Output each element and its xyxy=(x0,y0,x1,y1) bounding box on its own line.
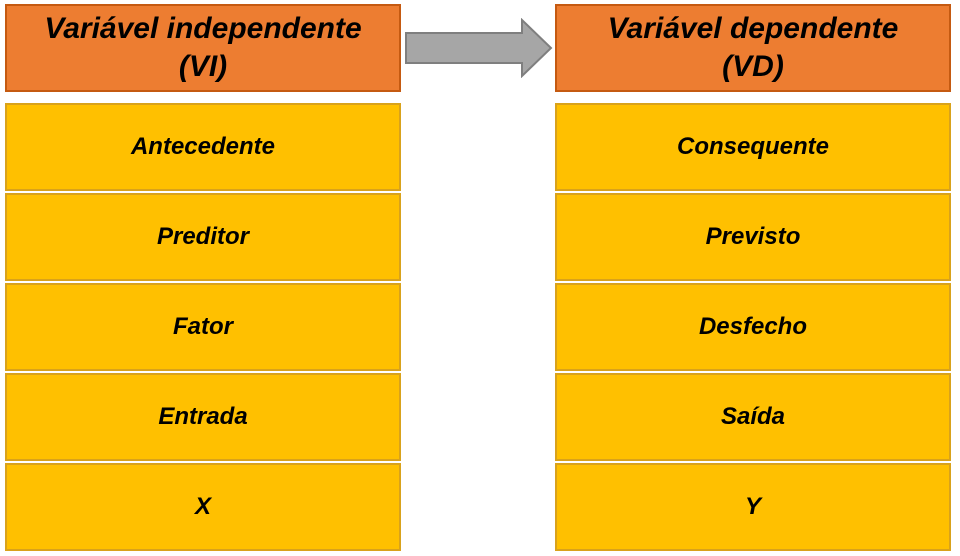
independent-item-preditor: Preditor xyxy=(5,193,401,281)
independent-item-entrada: Entrada xyxy=(5,373,401,461)
independent-item-antecedente: Antecedente xyxy=(5,103,401,191)
right-arrow-icon xyxy=(405,18,553,78)
independent-variable-list: Antecedente Preditor Fator Entrada X xyxy=(5,103,401,551)
independent-variable-column: Variável independente (VI) Antecedente P… xyxy=(5,4,401,553)
independent-variable-header: Variável independente (VI) xyxy=(5,4,401,92)
arrow-shape xyxy=(405,18,553,78)
dependent-variable-header: Variável dependente (VD) xyxy=(555,4,951,92)
dependent-item-desfecho: Desfecho xyxy=(555,283,951,371)
independent-item-fator: Fator xyxy=(5,283,401,371)
dependent-item-previsto: Previsto xyxy=(555,193,951,281)
independent-item-x: X xyxy=(5,463,401,551)
dependent-item-y: Y xyxy=(555,463,951,551)
dependent-item-consequente: Consequente xyxy=(555,103,951,191)
dependent-variable-column: Variável dependente (VD) Consequente Pre… xyxy=(555,4,951,553)
dependent-item-saida: Saída xyxy=(555,373,951,461)
dependent-variable-list: Consequente Previsto Desfecho Saída Y xyxy=(555,103,951,551)
